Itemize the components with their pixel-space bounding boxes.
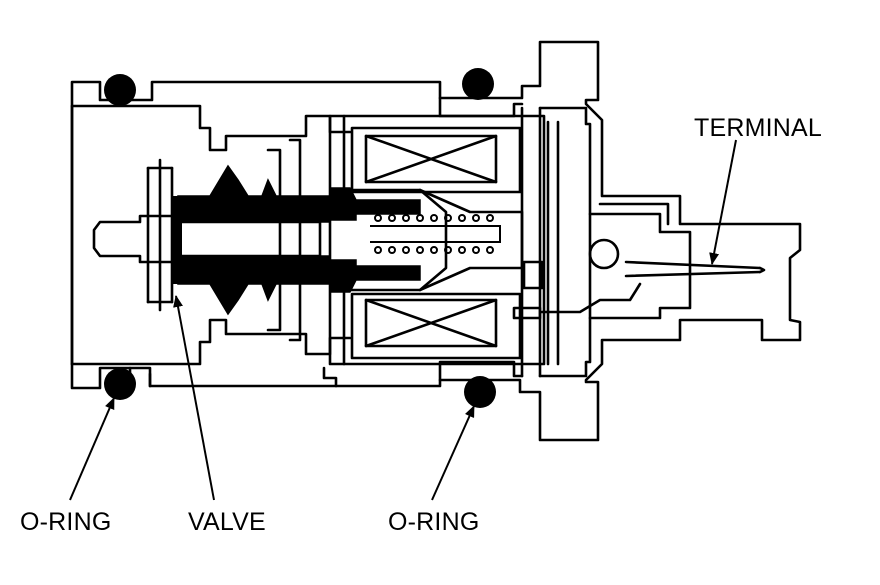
armature-cone (348, 188, 524, 292)
o-ring-top-left (104, 74, 136, 106)
stator-core (520, 106, 560, 378)
return-spring (370, 214, 501, 254)
o-ring-top-right (462, 68, 494, 100)
valve-stem (92, 214, 322, 264)
coil-winding-lower (350, 292, 522, 360)
o-ring-left-label: O-RING (20, 508, 112, 536)
coil-frame (328, 114, 546, 366)
terminal-leader (709, 139, 737, 265)
coil-winding-upper (350, 126, 522, 194)
housing-inner-wall-lower (70, 318, 352, 366)
o-ring-bottom-left (104, 368, 136, 400)
valve-body (177, 164, 421, 223)
o-ring-bottom-right (464, 376, 496, 408)
valve-label: VALVE (188, 508, 266, 536)
oring-right-leader (431, 405, 475, 501)
terminal-pin (624, 260, 762, 278)
housing-outline (70, 40, 802, 442)
oring-left-leader (69, 397, 115, 501)
o-ring-right-label: O-RING (388, 508, 480, 536)
terminal-label: TERMINAL (694, 114, 823, 142)
housing-inner-wall (70, 104, 352, 152)
valve-chamber (146, 158, 174, 312)
valve-leader (173, 295, 215, 501)
terminal-housing-inner (588, 212, 692, 320)
